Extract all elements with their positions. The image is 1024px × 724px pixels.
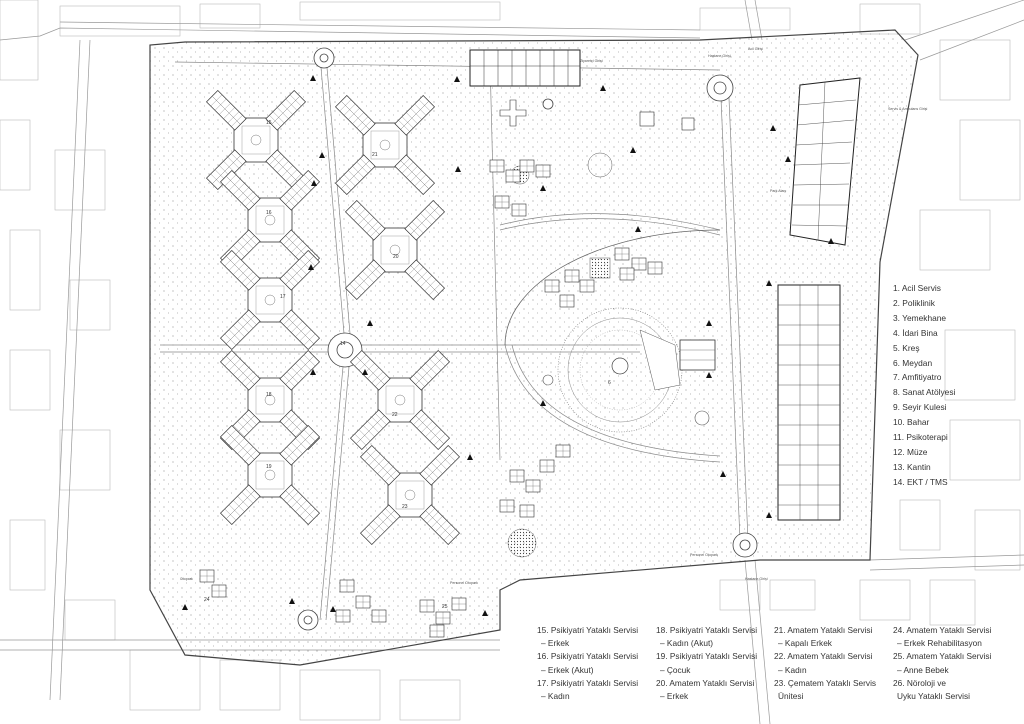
legend-item: 10. Bahar — [893, 417, 930, 428]
east-buildings — [777, 77, 861, 521]
legend-item: 14. EKT / TMS — [893, 476, 948, 487]
svg-text:23: 23 — [402, 504, 408, 510]
ward-legend-sub: Uyku Yataklı Servisi — [897, 691, 971, 702]
svg-text:18: 18 — [266, 392, 272, 398]
ward-legend-title: 25. Amatem Yataklı Servisi — [893, 651, 992, 662]
ward-legend-title: 18. Psikiyatri Yataklı Servisi — [656, 625, 758, 635]
ward-legend-sub: – Kadın (Akut) — [660, 638, 714, 649]
svg-text:17: 17 — [280, 294, 286, 300]
svg-text:Hastane Girişi: Hastane Girişi — [708, 54, 731, 58]
svg-text:16: 16 — [266, 210, 272, 216]
ward-legend-sub: – Erkek Rehabilitasyon — [897, 638, 982, 649]
svg-text:Park Alanı: Park Alanı — [770, 189, 786, 193]
legend-item: 9. Seyir Kulesi — [893, 402, 947, 413]
svg-text:Acil Girişi: Acil Girişi — [748, 47, 763, 51]
ward-legend-sub: – Kapalı Erkek — [778, 638, 832, 649]
svg-text:15: 15 — [266, 120, 272, 126]
svg-text:20: 20 — [393, 254, 399, 260]
svg-text:22: 22 — [392, 412, 398, 418]
legend-item: 8. Sanat Atölyesi — [893, 387, 956, 398]
svg-text:Otopark: Otopark — [180, 577, 193, 581]
ward-legend-sub: – Erkek — [541, 638, 570, 649]
svg-text:Hastane Girişi: Hastane Girişi — [745, 577, 768, 581]
ward-legend-title: 21. Amatem Yataklı Servisi — [774, 625, 873, 635]
legend-item: 3. Yemekhane — [893, 312, 947, 323]
top-building — [469, 49, 581, 87]
legend-item: 6. Meydan — [893, 357, 933, 368]
legend-item: 13. Kantin — [893, 461, 931, 472]
legend-item: 4. İdari Bina — [893, 327, 938, 338]
svg-text:6: 6 — [608, 380, 611, 386]
ward-legend-col-1: 15. Psikiyatri Yataklı Servisi – Erkek 1… — [537, 624, 638, 703]
legend-item: 11. Psikoterapi — [893, 432, 948, 443]
legend-item: 7. Amfitiyatro — [893, 372, 942, 383]
site-paths — [160, 55, 749, 621]
ward-legend-col-2: 18. Psikiyatri Yataklı Servisi – Kadın (… — [656, 624, 757, 703]
legend-item: 12. Müze — [893, 446, 928, 457]
ward-legend-col-3: 21. Amatem Yataklı Servisi – Kapalı Erke… — [774, 624, 876, 703]
ward-legend-title: 17. Psikiyatri Yataklı Servisi — [537, 677, 639, 688]
plan-numbers: 15 16 17 18 19 20 21 22 23 14 6 24 25 — [204, 120, 611, 610]
ward-legend-sub: Ünitesi — [778, 691, 804, 702]
central-buildings — [199, 99, 716, 638]
svg-text:Personel Otopark: Personel Otopark — [690, 553, 718, 557]
ward-legend-title: 20. Amatem Yataklı Servisi — [656, 677, 755, 688]
ward-legend-title: 23. Çematem Yataklı Servis — [774, 677, 877, 688]
svg-text:24: 24 — [204, 597, 210, 603]
ward-legend-title: 22. Amatem Yataklı Servisi — [774, 651, 873, 662]
legend-item: 5. Kreş — [893, 342, 920, 353]
site-labels: Hastane Girişi Acil Girişi Servis & Ambu… — [180, 47, 928, 585]
ward-legend-sub: – Anne Bebek — [897, 664, 949, 675]
svg-text:21: 21 — [372, 152, 378, 158]
ward-legend-title: 19. Psikiyatri Yataklı Servisi — [656, 651, 758, 662]
roundabouts — [297, 47, 758, 631]
ward-legend-title: 16. Psikiyatri Yataklı Servisi — [537, 651, 639, 662]
ward-legend-sub: – Kadın — [778, 664, 807, 675]
ward-legend-title: 15. Psikiyatri Yataklı Servisi — [537, 625, 639, 635]
ward-legend-title: 24. Amatem Yataklı Servisi — [893, 625, 992, 635]
ward-legend-sub: – Erkek (Akut) — [541, 664, 594, 675]
ward-legend-sub: – Erkek — [660, 691, 689, 702]
facility-legend: 1. Acil Servis 2. Poliklinik 3. Yemekhan… — [893, 281, 1018, 490]
svg-text:Servis & Ambulans Girişi: Servis & Ambulans Girişi — [888, 107, 928, 111]
svg-text:19: 19 — [266, 464, 272, 470]
legend-item: 1. Acil Servis — [893, 283, 941, 293]
svg-text:Personel Otopark: Personel Otopark — [450, 581, 478, 585]
svg-text:Ziyaretçi Girişi: Ziyaretçi Girişi — [580, 59, 603, 63]
entrance-markers — [182, 75, 834, 616]
svg-text:14: 14 — [340, 341, 346, 347]
ward-legend-sub: – Kadın — [541, 691, 570, 702]
svg-text:25: 25 — [442, 604, 448, 610]
legend-item: 2. Poliklinik — [893, 297, 935, 308]
ward-legend-title: 26. Nöroloji ve — [893, 677, 947, 688]
ward-legend-col-4: 24. Amatem Yataklı Servisi – Erkek Rehab… — [893, 624, 991, 703]
ward-legend-sub: – Çocuk — [660, 664, 691, 675]
